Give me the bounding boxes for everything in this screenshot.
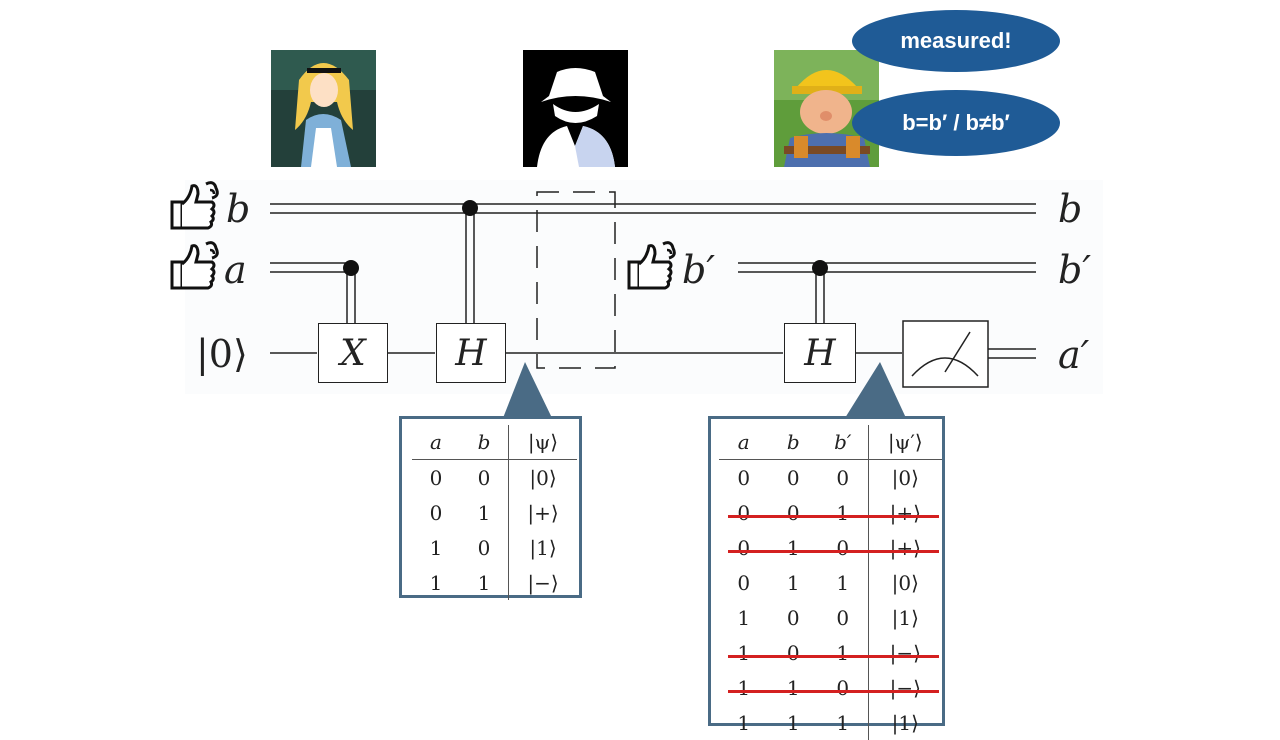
table-cell: 0 [737, 570, 751, 595]
state-table: a b |ψ⟩ 0 0 |0⟩ 0 1 |+⟩ 1 0 |1⟩ 1 1 |−⟩ [399, 416, 582, 600]
table-header: b [460, 425, 509, 460]
measured-bubble-text: measured! [900, 28, 1012, 53]
table-header: |ψ⟩ [508, 425, 577, 460]
x-gate-label: X [340, 332, 366, 374]
hand-icon [170, 241, 219, 290]
strike-through-line [728, 654, 939, 658]
table-cell: 0 [429, 465, 443, 490]
table-cell: 1 [737, 675, 751, 700]
state-table-grid: a b |ψ⟩ 0 0 |0⟩ 0 1 |+⟩ 1 0 |1⟩ 1 1 |−⟩ [412, 425, 577, 600]
table-cell: 1 [737, 710, 751, 735]
receiver-state-table: a b b′ |ψ′⟩ 0 0 0 |0⟩ 0 0 1 |+⟩ 0 1 0 |+⟩ 0 1 1 |0⟩ 1 0 0 |… [708, 416, 945, 740]
table-row: 0 0 |0⟩ [412, 459, 577, 495]
table-cell: |−⟩ [867, 670, 942, 705]
table-cell: |0⟩ [508, 459, 577, 495]
table-cell: 1 [477, 500, 491, 525]
table-cell: |0⟩ [867, 565, 942, 600]
table-cell: 0 [786, 605, 800, 630]
table-row: 1 0 |1⟩ [412, 530, 577, 565]
alice-avatar [271, 50, 376, 167]
table-cell: 0 [429, 500, 443, 525]
table-cell: 1 [477, 570, 491, 595]
table-cell: 1 [429, 570, 443, 595]
table-row: 1 1 |−⟩ [412, 565, 577, 600]
table-row: 0 0 0 |0⟩ [719, 459, 942, 495]
compare-bubble: b=b′ / b≠b′ [852, 90, 1060, 156]
strike-through-line [728, 514, 939, 518]
table-cell: 1 [836, 640, 850, 665]
table-header: b [768, 425, 818, 460]
x-gate: X [318, 323, 388, 383]
measured-bubble: measured! [852, 10, 1060, 72]
table-cell: |0⟩ [867, 459, 942, 495]
table-cell: 1 [737, 640, 751, 665]
table-cell: 1 [836, 710, 850, 735]
table-cell: |+⟩ [867, 530, 942, 565]
wire-label-a: a [224, 248, 247, 292]
hadamard-gate-2-label: H [804, 332, 836, 374]
circuit-wires [270, 191, 1036, 418]
table-cell: 1 [786, 535, 800, 560]
table-row: 0 1 0 |+⟩ [719, 530, 942, 565]
table-row: 1 1 1 |1⟩ [719, 705, 942, 740]
table-cell: |1⟩ [867, 705, 942, 740]
output-label-a-prime: a′ [1058, 333, 1090, 377]
table-cell: 0 [836, 535, 850, 560]
output-label-b-prime: b′ [1058, 248, 1091, 292]
table-cell: 0 [737, 535, 751, 560]
hand-icon [170, 181, 219, 230]
table-row: 1 0 0 |1⟩ [719, 600, 942, 635]
hand-icon [627, 241, 676, 290]
table-row: 0 1 1 |0⟩ [719, 565, 942, 600]
table-cell: 0 [836, 675, 850, 700]
table-cell: 1 [836, 500, 850, 525]
table-cell: 0 [836, 605, 850, 630]
table-header: b′ [818, 425, 869, 460]
table-row: 0 1 |+⟩ [412, 495, 577, 530]
table-cell: 1 [786, 570, 800, 595]
eve-avatar [523, 50, 628, 167]
table-cell: |1⟩ [867, 600, 942, 635]
hadamard-gate-1-label: H [455, 332, 487, 374]
table-cell: 0 [477, 465, 491, 490]
table-cell: 1 [786, 710, 800, 735]
table-cell: |1⟩ [508, 530, 577, 565]
compare-bubble-text: b=b′ / b≠b′ [902, 110, 1010, 135]
hadamard-gate-2: H [784, 323, 856, 383]
table-row: 0 0 1 |+⟩ [719, 495, 942, 530]
table-cell: |+⟩ [508, 495, 577, 530]
table-cell: 0 [786, 640, 800, 665]
table-cell: |−⟩ [867, 635, 942, 670]
table-row: 1 0 1 |−⟩ [719, 635, 942, 670]
table-cell: |+⟩ [867, 495, 942, 530]
table-cell: 0 [477, 535, 491, 560]
table-cell: 0 [786, 500, 800, 525]
table-cell: 1 [429, 535, 443, 560]
wire-label-b-prime: b′ [682, 248, 715, 292]
receiver-state-table-grid: a b b′ |ψ′⟩ 0 0 0 |0⟩ 0 0 1 |+⟩ 0 1 0 |+⟩ 0 1 1 |0⟩ 1 0 0 |… [719, 425, 942, 740]
table-cell: 1 [786, 675, 800, 700]
table-cell: |−⟩ [508, 565, 577, 600]
strike-through-line [728, 549, 939, 553]
table-cell: 1 [737, 605, 751, 630]
table-header: |ψ′⟩ [867, 425, 942, 460]
table-cell: 0 [737, 465, 751, 490]
table-row: 1 1 0 |−⟩ [719, 670, 942, 705]
bob-avatar [774, 50, 879, 167]
table-header: a [412, 425, 460, 460]
table-cell: 0 [737, 500, 751, 525]
wire-label-ket0: |0⟩ [196, 332, 248, 376]
table-cell: 0 [786, 465, 800, 490]
table-cell: 0 [836, 465, 850, 490]
wire-label-b: b [226, 187, 251, 231]
table-cell: 1 [836, 570, 850, 595]
strike-through-line [728, 689, 939, 693]
table-header: a [719, 425, 769, 460]
output-label-b: b [1058, 187, 1083, 231]
hadamard-gate-1: H [436, 323, 506, 383]
